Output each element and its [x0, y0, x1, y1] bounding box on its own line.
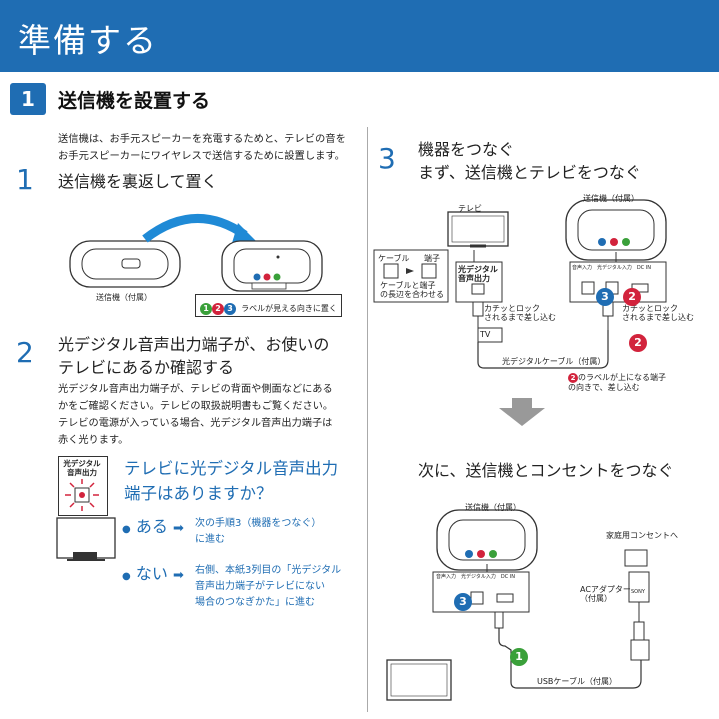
- arrow-right-icon: ➡: [172, 568, 184, 583]
- step2-desc-line: テレビの電源が入っている場合、光デジタル音声出力端子は: [58, 418, 333, 429]
- tv-tag: TV: [480, 330, 491, 339]
- yes-text-line: 次の手順3（機器をつなぐ）: [195, 518, 322, 529]
- step2-text-line: 光デジタル音声出力端子が、お使いの: [58, 335, 330, 354]
- intro-line: お手元スピーカーにワイヤレスで送信するために設置します。: [58, 150, 345, 162]
- page-title: 準備する: [18, 21, 158, 60]
- align-text-line: ケーブルと端子: [380, 281, 436, 290]
- optical-port-label-line: 音声出力: [67, 468, 97, 477]
- no-text: 右側、本紙3列目の「光デジタル 音声出力端子がテレビにない 場合のつなぎかた」に…: [195, 563, 341, 611]
- dot-3: 3: [454, 593, 472, 611]
- yes-bullet: ●: [122, 524, 131, 535]
- dot-2: 2: [623, 288, 642, 306]
- usb-cable-label: USBケーブル（付属）: [537, 677, 617, 686]
- step1-illustration: [69, 213, 323, 292]
- step2-desc-line: 光デジタル音声出力端子が、テレビの背面や側面などにある: [58, 384, 333, 395]
- click-text-line: されるまで差し込む: [622, 313, 694, 322]
- step3-connection-diagram: [373, 199, 667, 369]
- optical-cable-label: 光デジタルケーブル（付属）: [502, 357, 606, 366]
- transmitter-label: 送信機（付属）: [583, 194, 639, 203]
- click-text-tv: カチッとロック されるまで差し込む: [484, 304, 556, 322]
- step1-number: 1: [16, 163, 34, 196]
- intro-line: 送信機は、お手元スピーカーを充電するためと、テレビの音を: [58, 133, 346, 145]
- step2-desc-line: かをご確認ください。テレビの取扱説明書もご覧ください。: [58, 401, 334, 412]
- panel-dots: 3 2: [596, 285, 642, 306]
- click-text-line: されるまで差し込む: [484, 313, 556, 322]
- step3-text-line: まず、送信機とテレビをつなぐ: [418, 163, 641, 182]
- optical-output-label-line: 音声出力: [458, 274, 490, 283]
- optical-output-label: 光デジタル 音声出力: [458, 265, 498, 283]
- dot-1-marker: 1: [510, 645, 528, 666]
- tv-label: テレビ: [458, 204, 482, 213]
- question-title: テレビに光デジタル音声出力 端子はありますか？: [124, 456, 338, 506]
- step1-transmitter-label: 送信機（付属）: [96, 293, 152, 302]
- yes-text: 次の手順3（機器をつなぐ） に進む: [195, 516, 321, 548]
- question-line: テレビに光デジタル音声出力: [124, 459, 339, 478]
- cable-label: ケーブル: [378, 254, 410, 263]
- no-text-line: 右側、本紙3列目の「光デジタル: [195, 565, 342, 576]
- step2-text-line: テレビにあるか確認する: [58, 358, 235, 377]
- label2-text-line: のラベルが上になる端子: [578, 373, 666, 382]
- arrow-right-icon: ➡: [172, 521, 184, 536]
- no-text-line: 場合のつなぎかた」に進む: [195, 597, 315, 608]
- step1-text: 送信機を裏返して置く: [58, 172, 218, 191]
- dot-2: 2: [212, 303, 224, 315]
- align-text: ケーブルと端子 の長辺を合わせる: [380, 281, 444, 299]
- question-line: 端子はありますか？: [124, 484, 273, 503]
- answer-no: ● ない ➡: [122, 560, 184, 584]
- step2-number: 2: [16, 336, 34, 369]
- no-text-line: 音声出力端子がテレビにない: [195, 581, 325, 592]
- click-text-line: カチッとロック: [622, 304, 678, 313]
- intro-text: 送信機は、お手元スピーカーを充電するためと、テレビの音を お手元スピーカーにワイ…: [58, 131, 348, 165]
- optical-port-label-line: 光デジタル: [63, 459, 101, 468]
- dot-3: 3: [596, 288, 614, 306]
- dot-2-marker: 2: [629, 331, 647, 352]
- step2-desc: 光デジタル音声出力端子が、テレビの背面や側面などにある かをご確認ください。テレ…: [58, 381, 358, 449]
- step2-desc-line: 赤く光ります。: [58, 435, 129, 446]
- yes-label: ある: [135, 517, 168, 536]
- no-label: ない: [135, 564, 168, 583]
- header-bar: [0, 0, 719, 72]
- dot-2: 2: [568, 373, 578, 383]
- optical-port-label: 光デジタル 音声出力: [62, 459, 102, 477]
- port-small-label-2: 音声入力 光デジタル入力 DC IN: [436, 574, 516, 580]
- align-text-line: の長辺を合わせる: [380, 290, 444, 299]
- step2-text: 光デジタル音声出力端子が、お使いの テレビにあるか確認する: [58, 333, 329, 379]
- step1-badge-text: ラベルが見える向きに置く: [241, 304, 337, 313]
- step3b-connection-diagram: [386, 509, 650, 701]
- down-arrow-icon: [499, 398, 545, 426]
- yes-text-line: に進む: [195, 534, 225, 545]
- step3-number: 3: [378, 142, 396, 175]
- optical-port-box: [58, 456, 108, 516]
- dot-1: 1: [200, 303, 212, 315]
- ac-adapter-label: ACアダプター （付属）: [580, 585, 631, 603]
- terminal-label: 端子: [424, 254, 440, 263]
- tv-side-icon: [56, 517, 116, 561]
- section-number-badge: 1: [10, 83, 46, 115]
- click-text-line: カチッとロック: [484, 304, 540, 313]
- outlet-label: 家庭用コンセントへ: [606, 531, 678, 540]
- no-bullet: ●: [122, 571, 131, 582]
- optical-output-label-line: 光デジタル: [458, 265, 498, 274]
- sony-logo: SONY: [631, 589, 645, 595]
- column-divider: [367, 127, 368, 712]
- ac-adapter-label-line: ACアダプター: [580, 585, 631, 594]
- transmitter-label-2: 送信機（付属）: [465, 503, 521, 512]
- section-title: 送信機を設置する: [58, 90, 211, 112]
- step3-text-line: 機器をつなぐ: [418, 140, 515, 159]
- answer-yes: ● ある ➡: [122, 513, 184, 537]
- step3b-text: 次に、送信機とコンセントをつなぐ: [418, 461, 674, 480]
- dot-1: 1: [510, 648, 528, 666]
- ac-adapter-label-line: （付属）: [580, 594, 612, 603]
- dot-3: 3: [224, 303, 236, 315]
- click-text-transmitter: カチッとロック されるまで差し込む: [622, 304, 694, 322]
- label2-text-line: の向きで、差し込む: [568, 383, 640, 392]
- step3-text: 機器をつなぐ まず、送信機とテレビをつなぐ: [418, 138, 641, 184]
- dot-2: 2: [629, 334, 647, 352]
- panel-dots-2: 3: [454, 590, 472, 611]
- optical-port-icon: [65, 479, 99, 511]
- port-small-label: 音声入力 光デジタル入力 DC IN: [572, 265, 652, 271]
